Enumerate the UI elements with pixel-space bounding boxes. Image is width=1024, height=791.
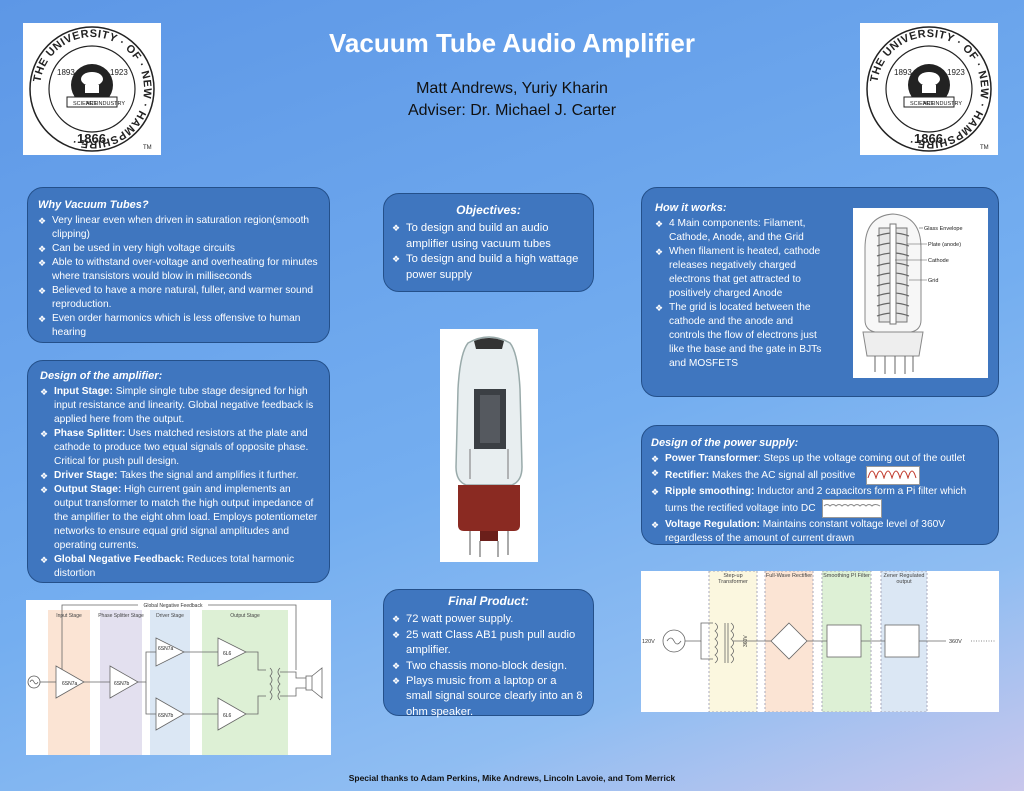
power-heading: Design of the power supply: — [651, 437, 799, 449]
list-item: Able to withstand over-voltage and overh… — [38, 256, 319, 284]
svg-text:Cathode: Cathode — [928, 258, 949, 264]
poster-authors: Matt Andrews, Yuriy Kharin Adviser: Dr. … — [0, 78, 1024, 122]
svg-text:Driver Stage: Driver Stage — [156, 613, 184, 619]
final-product-panel: Final Product: 72 watt power supply. 25 … — [383, 589, 594, 718]
svg-text:360V: 360V — [949, 639, 962, 645]
vacuum-tube-photo — [440, 329, 538, 562]
why-list: Very linear even when driven in saturati… — [38, 214, 319, 340]
power-supply-block-diagram: Step-up Transformer Full-Wave Rectifier … — [641, 570, 999, 713]
svg-text:120V: 120V — [642, 639, 655, 645]
svg-text:Input Stage: Input Stage — [56, 613, 82, 619]
objectives-heading: Objectives: — [456, 203, 521, 217]
svg-text:6SN7b: 6SN7b — [114, 681, 130, 687]
list-item: To design and build a high wattage power… — [392, 252, 585, 283]
list-item: Believed to have a more natural, fuller,… — [38, 284, 319, 312]
svg-text:SCIENCE: SCIENCE — [910, 101, 935, 107]
svg-text:ART: ART — [86, 101, 98, 107]
amplifier-block-diagram: Input Stage Phase Splitter Stage Driver … — [26, 600, 331, 755]
tube-structure-diagram: Glass Envelope Plate (anode) Cathode Gri… — [853, 208, 988, 378]
svg-text:ART: ART — [923, 101, 935, 107]
list-item: Very linear even when driven in saturati… — [38, 214, 319, 242]
svg-text:1923: 1923 — [110, 68, 128, 77]
list-item: Input Stage: Simple single tube stage de… — [40, 385, 319, 427]
list-item: Phase Splitter: Uses matched resistors a… — [40, 427, 319, 469]
svg-text:1893: 1893 — [894, 68, 912, 77]
svg-text:SCIENCE: SCIENCE — [73, 101, 98, 107]
svg-text:Grid: Grid — [928, 278, 938, 284]
svg-text:360V: 360V — [743, 635, 749, 647]
list-item: Plays music from a laptop or a small sig… — [392, 674, 585, 720]
list-item: Can be used in very high voltage circuit… — [38, 242, 319, 256]
svg-text:TM: TM — [143, 145, 152, 151]
list-item: Output Stage: High current gain and impl… — [40, 483, 319, 553]
list-item: 25 watt Class AB1 push pull audio amplif… — [392, 628, 585, 659]
list-item: Two chassis mono-block design. — [392, 659, 585, 675]
adviser-line: Adviser: Dr. Michael J. Carter — [407, 102, 617, 119]
dc-ripple-icon — [822, 499, 883, 518]
acknowledgements: Special thanks to Adam Perkins, Mike And… — [348, 773, 676, 783]
list-item: Voltage Regulation: Maintains constant v… — [651, 518, 988, 546]
list-item: Driver Stage: Takes the signal and ampli… — [40, 469, 319, 483]
svg-text:1866: 1866 — [914, 131, 943, 146]
list-item: Rectifier: Makes the AC signal all posit… — [651, 466, 988, 485]
svg-text:6L6: 6L6 — [223, 651, 232, 657]
poster-title: Vacuum Tube Audio Amplifier — [329, 28, 695, 58]
list-item: The grid is located between the cathode … — [655, 301, 825, 371]
svg-text:6SN7a: 6SN7a — [62, 681, 78, 687]
svg-text:1893: 1893 — [57, 68, 75, 77]
authors-line: Matt Andrews, Yuriy Kharin — [416, 80, 608, 97]
power-supply-design-panel: Design of the power supply: Power Transf… — [641, 425, 999, 545]
list-item: Power Transformer: Steps up the voltage … — [651, 452, 988, 466]
list-item: 4 Main components: Filament, Cathode, An… — [655, 217, 825, 245]
how-heading: How it works: — [655, 202, 727, 214]
svg-text:6L6: 6L6 — [223, 713, 232, 719]
list-item: Even order harmonics which is less offen… — [38, 312, 319, 340]
rectified-wave-icon — [866, 466, 921, 485]
why-vacuum-tubes-panel: Why Vacuum Tubes? Very linear even when … — [27, 187, 330, 343]
svg-text:Global Negative Feedback: Global Negative Feedback — [144, 603, 203, 609]
list-item: 72 watt power supply. — [392, 612, 585, 628]
amp-heading: Design of the amplifier: — [40, 370, 163, 382]
svg-text:TM: TM — [980, 145, 989, 151]
why-heading: Why Vacuum Tubes? — [38, 199, 149, 211]
objectives-panel: Objectives: To design and build an audio… — [383, 193, 594, 292]
svg-text:Phase Splitter Stage: Phase Splitter Stage — [98, 613, 144, 619]
list-item: When filament is heated, cathode release… — [655, 245, 825, 301]
list-item: Global Negative Feedback: Reduces total … — [40, 553, 319, 581]
list-item: Ripple smoothing: Inductor and 2 capacit… — [651, 485, 988, 518]
svg-text:INDUSTRY: INDUSTRY — [97, 101, 125, 107]
svg-text:1923: 1923 — [947, 68, 965, 77]
svg-text:Output Stage: Output Stage — [230, 613, 260, 619]
list-item: To design and build an audio amplifier u… — [392, 221, 585, 252]
svg-text:INDUSTRY: INDUSTRY — [934, 101, 962, 107]
university-seal-left: THE UNIVERSITY · OF · NEW · HAMPSHIRE · … — [23, 23, 161, 155]
svg-text:6SN7a: 6SN7a — [158, 646, 174, 652]
svg-text:1866: 1866 — [77, 131, 106, 146]
svg-text:Glass Envelope: Glass Envelope — [924, 226, 963, 232]
svg-text:Plate (anode): Plate (anode) — [928, 242, 961, 248]
final-heading: Final Product: — [448, 594, 529, 608]
svg-text:6SN7b: 6SN7b — [158, 713, 174, 719]
university-seal-right: THE UNIVERSITY · OF · NEW · HAMPSHIRE · … — [860, 23, 998, 155]
amplifier-design-panel: Design of the amplifier: Input Stage: Si… — [27, 360, 330, 583]
